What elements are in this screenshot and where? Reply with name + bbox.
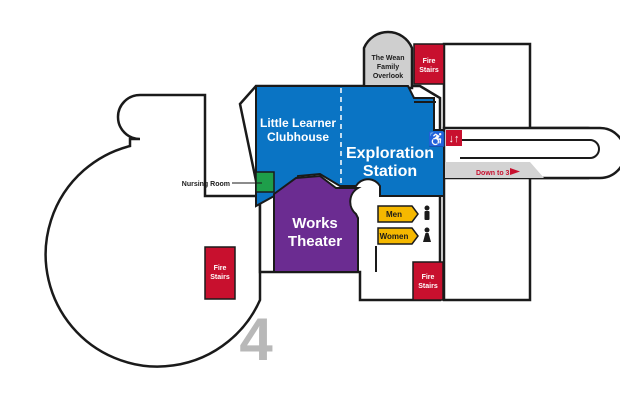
little-learner-line2: Clubhouse — [267, 130, 329, 144]
wheelchair-icon: ♿ — [428, 131, 445, 148]
fire-stairs-bottom-line2: Stairs — [418, 283, 438, 290]
exploration-station-area — [255, 85, 445, 208]
nursing-room — [255, 171, 275, 193]
overlook-room — [362, 30, 414, 90]
men-label: Men — [386, 210, 402, 219]
elevator-icon — [446, 130, 462, 146]
works-theater-room — [273, 174, 362, 273]
men-restroom[interactable] — [377, 205, 419, 223]
overlook-line1: The Wean — [372, 55, 405, 62]
fire-stairs-top — [413, 43, 445, 85]
ramp-label: Down to 3 — [476, 170, 510, 177]
arrow-right-icon — [510, 168, 520, 175]
elevator-arrows: ↓↑ — [449, 133, 460, 145]
fire-stairs-top-line2: Stairs — [419, 67, 439, 74]
fire-stairs-left-line1: Fire — [214, 265, 227, 272]
man-icon — [424, 205, 430, 220]
exploration-line1: Exploration — [346, 145, 434, 162]
women-restroom[interactable] — [377, 227, 419, 245]
fire-stairs-top-line1: Fire — [423, 58, 436, 65]
ramp-corridor-inner — [460, 139, 600, 159]
left-rotunda-outline — [44, 93, 262, 368]
woman-icon — [423, 227, 431, 242]
ramp-gray — [444, 162, 544, 178]
works-theater-line1: Works — [292, 215, 338, 232]
nursing-room-label: Nursing Room — [182, 181, 230, 188]
fire-stairs-bottom-line1: Fire — [422, 274, 435, 281]
fire-stairs-left — [204, 246, 236, 300]
women-label: Women — [380, 232, 409, 241]
little-learner-line1: Little Learner — [260, 116, 336, 130]
overlook-line2: Family — [377, 64, 399, 71]
overlook-line3: Overlook — [373, 73, 403, 80]
fire-stairs-left-line2: Stairs — [210, 274, 230, 281]
floor-number: 4 — [239, 306, 273, 373]
exploration-line2: Station — [363, 163, 417, 180]
works-theater-line2: Theater — [288, 233, 342, 250]
fire-stairs-bottom — [412, 261, 444, 301]
